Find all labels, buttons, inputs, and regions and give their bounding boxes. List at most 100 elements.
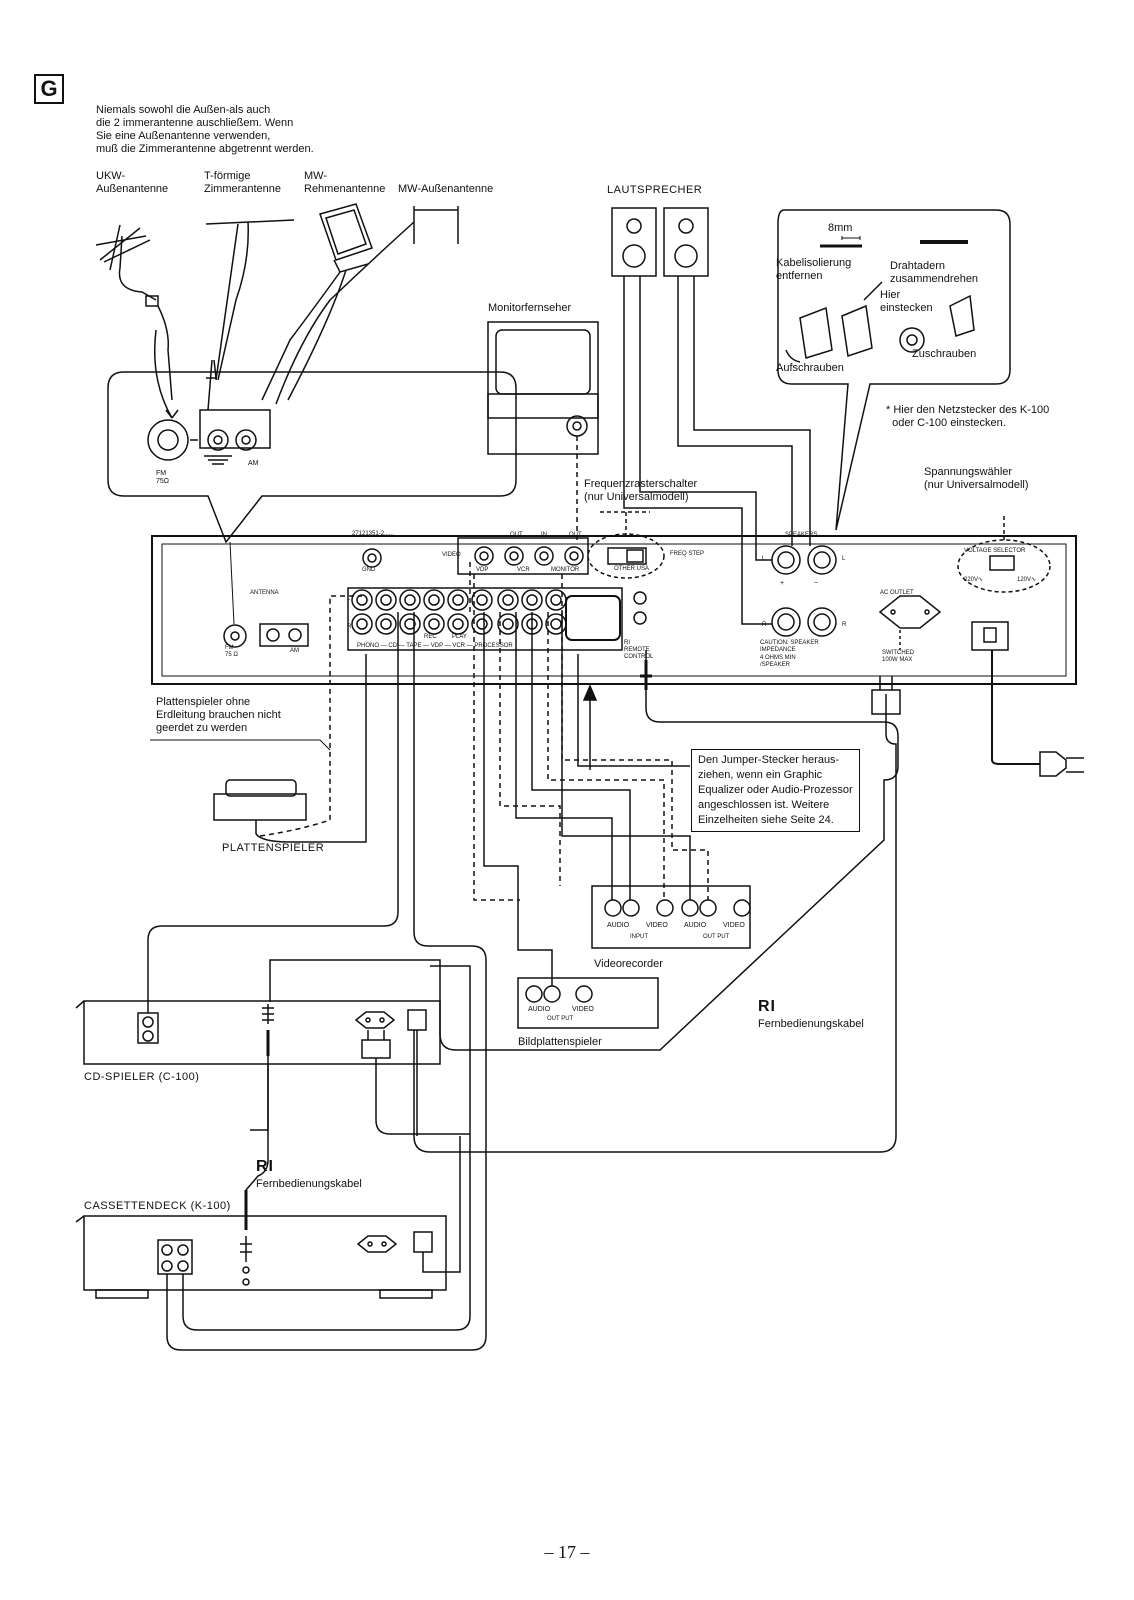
- freq-step-label: FREQ STEP: [670, 551, 705, 557]
- cassette-power-entry: [413, 1231, 433, 1253]
- vcr-label: VCR: [517, 567, 530, 573]
- antenna-jacks: [223, 623, 309, 648]
- cd-audio-cable: [147, 612, 399, 1013]
- vdp-title: Bildplattenspieler: [518, 1036, 602, 1048]
- rca-jack-center: [356, 618, 368, 630]
- turntable-note-pointer: [150, 739, 331, 751]
- speaker-r-right: R: [842, 622, 847, 628]
- rca-jack: [351, 613, 373, 635]
- v120-label: 120V∿: [1017, 577, 1037, 583]
- ukw-antenna-label: UKW- Außenantenne: [96, 170, 169, 195]
- monitor-jack-label: MONITOR: [551, 567, 580, 573]
- laserdisc-jacks: [525, 985, 593, 1003]
- rca-jack: [471, 613, 493, 635]
- rca-jack: [447, 613, 469, 635]
- voltage-selector-title: Spannungswähler (nur Universalmodell): [924, 466, 1029, 491]
- right-speaker-icon: [663, 207, 709, 277]
- rca-jack-center: [404, 594, 416, 606]
- rca-jack: [351, 589, 373, 611]
- rca-jack: [545, 613, 567, 635]
- turntable-note: Plattenspieler ohne Erdleitung brauchen …: [156, 696, 281, 734]
- speaker-plus: +: [780, 580, 785, 587]
- rca-jack-center: [476, 618, 488, 630]
- cd-player-unit: [83, 1000, 441, 1065]
- cd-plug-icon: [361, 1030, 391, 1059]
- rca-jack-center: [356, 594, 368, 606]
- rca-jack-center: [380, 594, 392, 606]
- cassette-deck-title: CASSETTENDECK (K-100): [84, 1200, 231, 1212]
- ukw-antenna-icon: [95, 224, 173, 401]
- cd-ac-outlet: [354, 1011, 396, 1029]
- video-jack: [504, 546, 524, 566]
- rca-jack: [399, 613, 421, 635]
- vcr-video-in: VIDEO: [646, 922, 668, 929]
- ri-logo-1: RI: [758, 998, 776, 1015]
- mw-frame-antenna-label: MW- Rehmenantenne: [304, 170, 386, 195]
- mains-plug-icon: [1039, 751, 1084, 777]
- ri-jack-1: [633, 591, 647, 605]
- speaker-cables: [623, 276, 811, 625]
- cd-ri-jack: [262, 1004, 274, 1024]
- caution-small: 4 OHMS MIN /SPEAKER: [760, 655, 796, 668]
- power-cord-entry: [971, 621, 1009, 651]
- signal-cables: [469, 560, 709, 986]
- rca-jack: [497, 613, 519, 635]
- mw-outdoor-wire-icon: [275, 206, 459, 405]
- freq-step-switch: [607, 547, 647, 565]
- v220-label: 220V∿: [964, 577, 984, 583]
- rca-jack: [423, 589, 445, 611]
- speaker-r-left: R: [762, 622, 767, 628]
- mains-note: * Hier den Netzstecker des K-100 oder C-…: [886, 404, 1050, 429]
- gnd-label: GND: [362, 567, 376, 573]
- switched-label: SWITCHED 100W MAX: [882, 650, 914, 663]
- monitor-title: Monitorfernseher: [488, 302, 572, 314]
- rca-jack: [375, 589, 397, 611]
- rca-jack-center: [550, 618, 562, 630]
- rca-jack: [375, 613, 397, 635]
- cassette-deck-unit: [83, 1215, 447, 1291]
- processor-jumper: [565, 595, 621, 641]
- rca-jack-center: [428, 618, 440, 630]
- step-twist: Drahtadern zusammendrehen: [890, 260, 979, 285]
- monitor-tv-icon: [487, 321, 599, 455]
- receiver-rear-panel: [151, 535, 1077, 685]
- video-jack: [534, 546, 554, 566]
- rca-jack: [545, 589, 567, 611]
- vdp-audio: AUDIO: [528, 1006, 551, 1013]
- laserdisc-unit: [517, 977, 659, 1029]
- ri-cable-label-2: Fernbedienungskabel: [256, 1178, 362, 1190]
- gnd-terminal: [362, 548, 382, 568]
- t-antenna-label: T-förmige Zimmerantenne: [204, 170, 282, 195]
- vcr-jacks: [604, 899, 751, 917]
- speakers-title: LAUTSPRECHER: [607, 184, 703, 196]
- panel-fm-label: FM 75 Ω: [225, 645, 238, 658]
- speaker-minus: −: [814, 580, 819, 587]
- ac-outlet-label: AC OUTLET: [880, 590, 914, 596]
- strip-length: 8mm: [828, 222, 853, 234]
- cassette-ri-jack: [240, 1236, 252, 1262]
- rca-jack: [423, 613, 445, 635]
- panel-am-label: AM: [290, 648, 299, 654]
- video-jack-center: [569, 551, 579, 561]
- vdp-output-label: OUT PUT: [547, 1016, 574, 1022]
- rca-jack-center: [452, 594, 464, 606]
- ri-jack-2: [633, 611, 647, 625]
- vcr-title: Videorecorder: [594, 958, 663, 970]
- fm-feed-arrow: [153, 329, 173, 419]
- rca-jack-field: [347, 587, 623, 651]
- other-usa-label: OTHER USA: [614, 566, 650, 572]
- video-jack-field: [457, 537, 589, 575]
- rca-jack-center: [502, 618, 514, 630]
- rca-jack-center: [428, 594, 440, 606]
- step-insert: Hier einstecken: [880, 289, 933, 314]
- mw-frame-antenna-icon: [261, 203, 373, 401]
- wire-strip-icon: [820, 236, 968, 248]
- rec-label: REC: [424, 634, 437, 640]
- rca-jack-center: [550, 594, 562, 606]
- speaker-l-left: L: [762, 556, 766, 562]
- rca-jack: [521, 589, 543, 611]
- speaker-terminals: [771, 545, 837, 637]
- rca-jack: [399, 589, 421, 611]
- video-label: VIDEO: [442, 552, 461, 558]
